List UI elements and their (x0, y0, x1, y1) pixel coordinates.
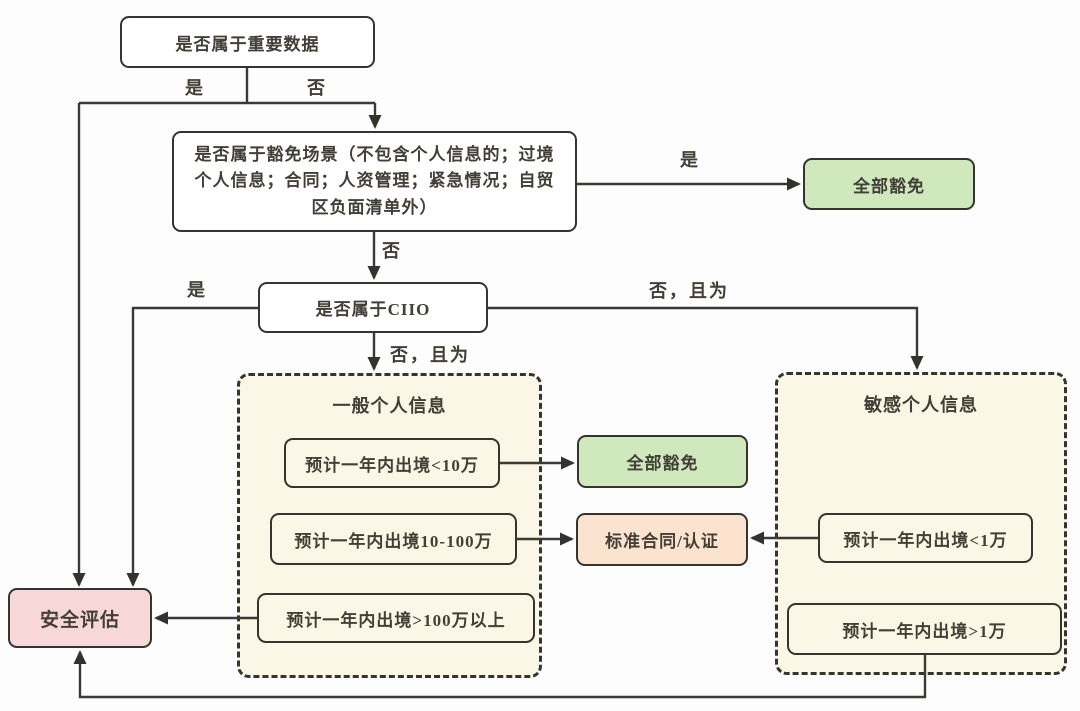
node-general-gt-1m-label: 预计一年内出境>100万以上 (286, 610, 506, 630)
node-sensitive-lt-10k-label: 预计一年内出境<1万 (843, 530, 1008, 550)
node-security-assessment: 安全评估 (8, 588, 152, 648)
node-general-100k-1m: 预计一年内出境10-100万 (270, 513, 517, 565)
node-full-exemption-mid-label: 全部豁免 (626, 454, 699, 473)
node-important-data: 是否属于重要数据 (120, 16, 375, 68)
edge-label-ciio-no-sensitive: 否，且为 (649, 281, 729, 301)
node-general-lt-100k: 预计一年内出境<10万 (284, 438, 500, 488)
node-standard-contract-label: 标准合同/认证 (605, 532, 719, 551)
node-ciio: 是否属于CIIO (258, 282, 488, 333)
node-standard-contract: 标准合同/认证 (576, 513, 748, 566)
node-sensitive-gt-10k-label: 预计一年内出境>1万 (842, 621, 1007, 641)
node-full-exemption-top: 全部豁免 (803, 158, 975, 210)
node-general-gt-1m: 预计一年内出境>100万以上 (257, 593, 535, 643)
node-exemption-scenario: 是否属于豁免场景（不包含个人信息的；过境个人信息；合同；人资管理；紧急情况；自贸… (172, 131, 577, 232)
edge-label-ciio-yes: 是 (187, 280, 207, 300)
node-important-data-label: 是否属于重要数据 (175, 34, 320, 54)
edge-label-important-no: 否 (307, 78, 327, 98)
node-security-assessment-label: 安全评估 (39, 609, 120, 631)
node-full-exemption-mid: 全部豁免 (577, 435, 748, 488)
edge-label-ciio-no-general: 否，且为 (390, 345, 470, 365)
edge-label-important-yes: 是 (185, 78, 205, 98)
edge-label-exemption-yes: 是 (680, 150, 700, 170)
node-sensitive-lt-10k: 预计一年内出境<1万 (818, 513, 1033, 563)
edge-ciio-no-sensitive (488, 306, 924, 370)
node-exemption-scenario-label: 是否属于豁免场景（不包含个人信息的；过境个人信息；合同；人资管理；紧急情况；自贸… (194, 144, 555, 217)
group-general-title: 一般个人信息 (332, 396, 447, 416)
node-general-100k-1m-label: 预计一年内出境10-100万 (294, 531, 493, 551)
node-ciio-label: 是否属于CIIO (315, 300, 431, 319)
node-sensitive-gt-10k: 预计一年内出境>1万 (787, 603, 1062, 655)
node-full-exemption-top-label: 全部豁免 (853, 176, 925, 196)
group-sensitive-title: 敏感个人信息 (864, 395, 978, 415)
node-general-lt-100k-label: 预计一年内出境<10万 (305, 455, 479, 475)
edge-label-exemption-no: 否 (382, 241, 402, 261)
